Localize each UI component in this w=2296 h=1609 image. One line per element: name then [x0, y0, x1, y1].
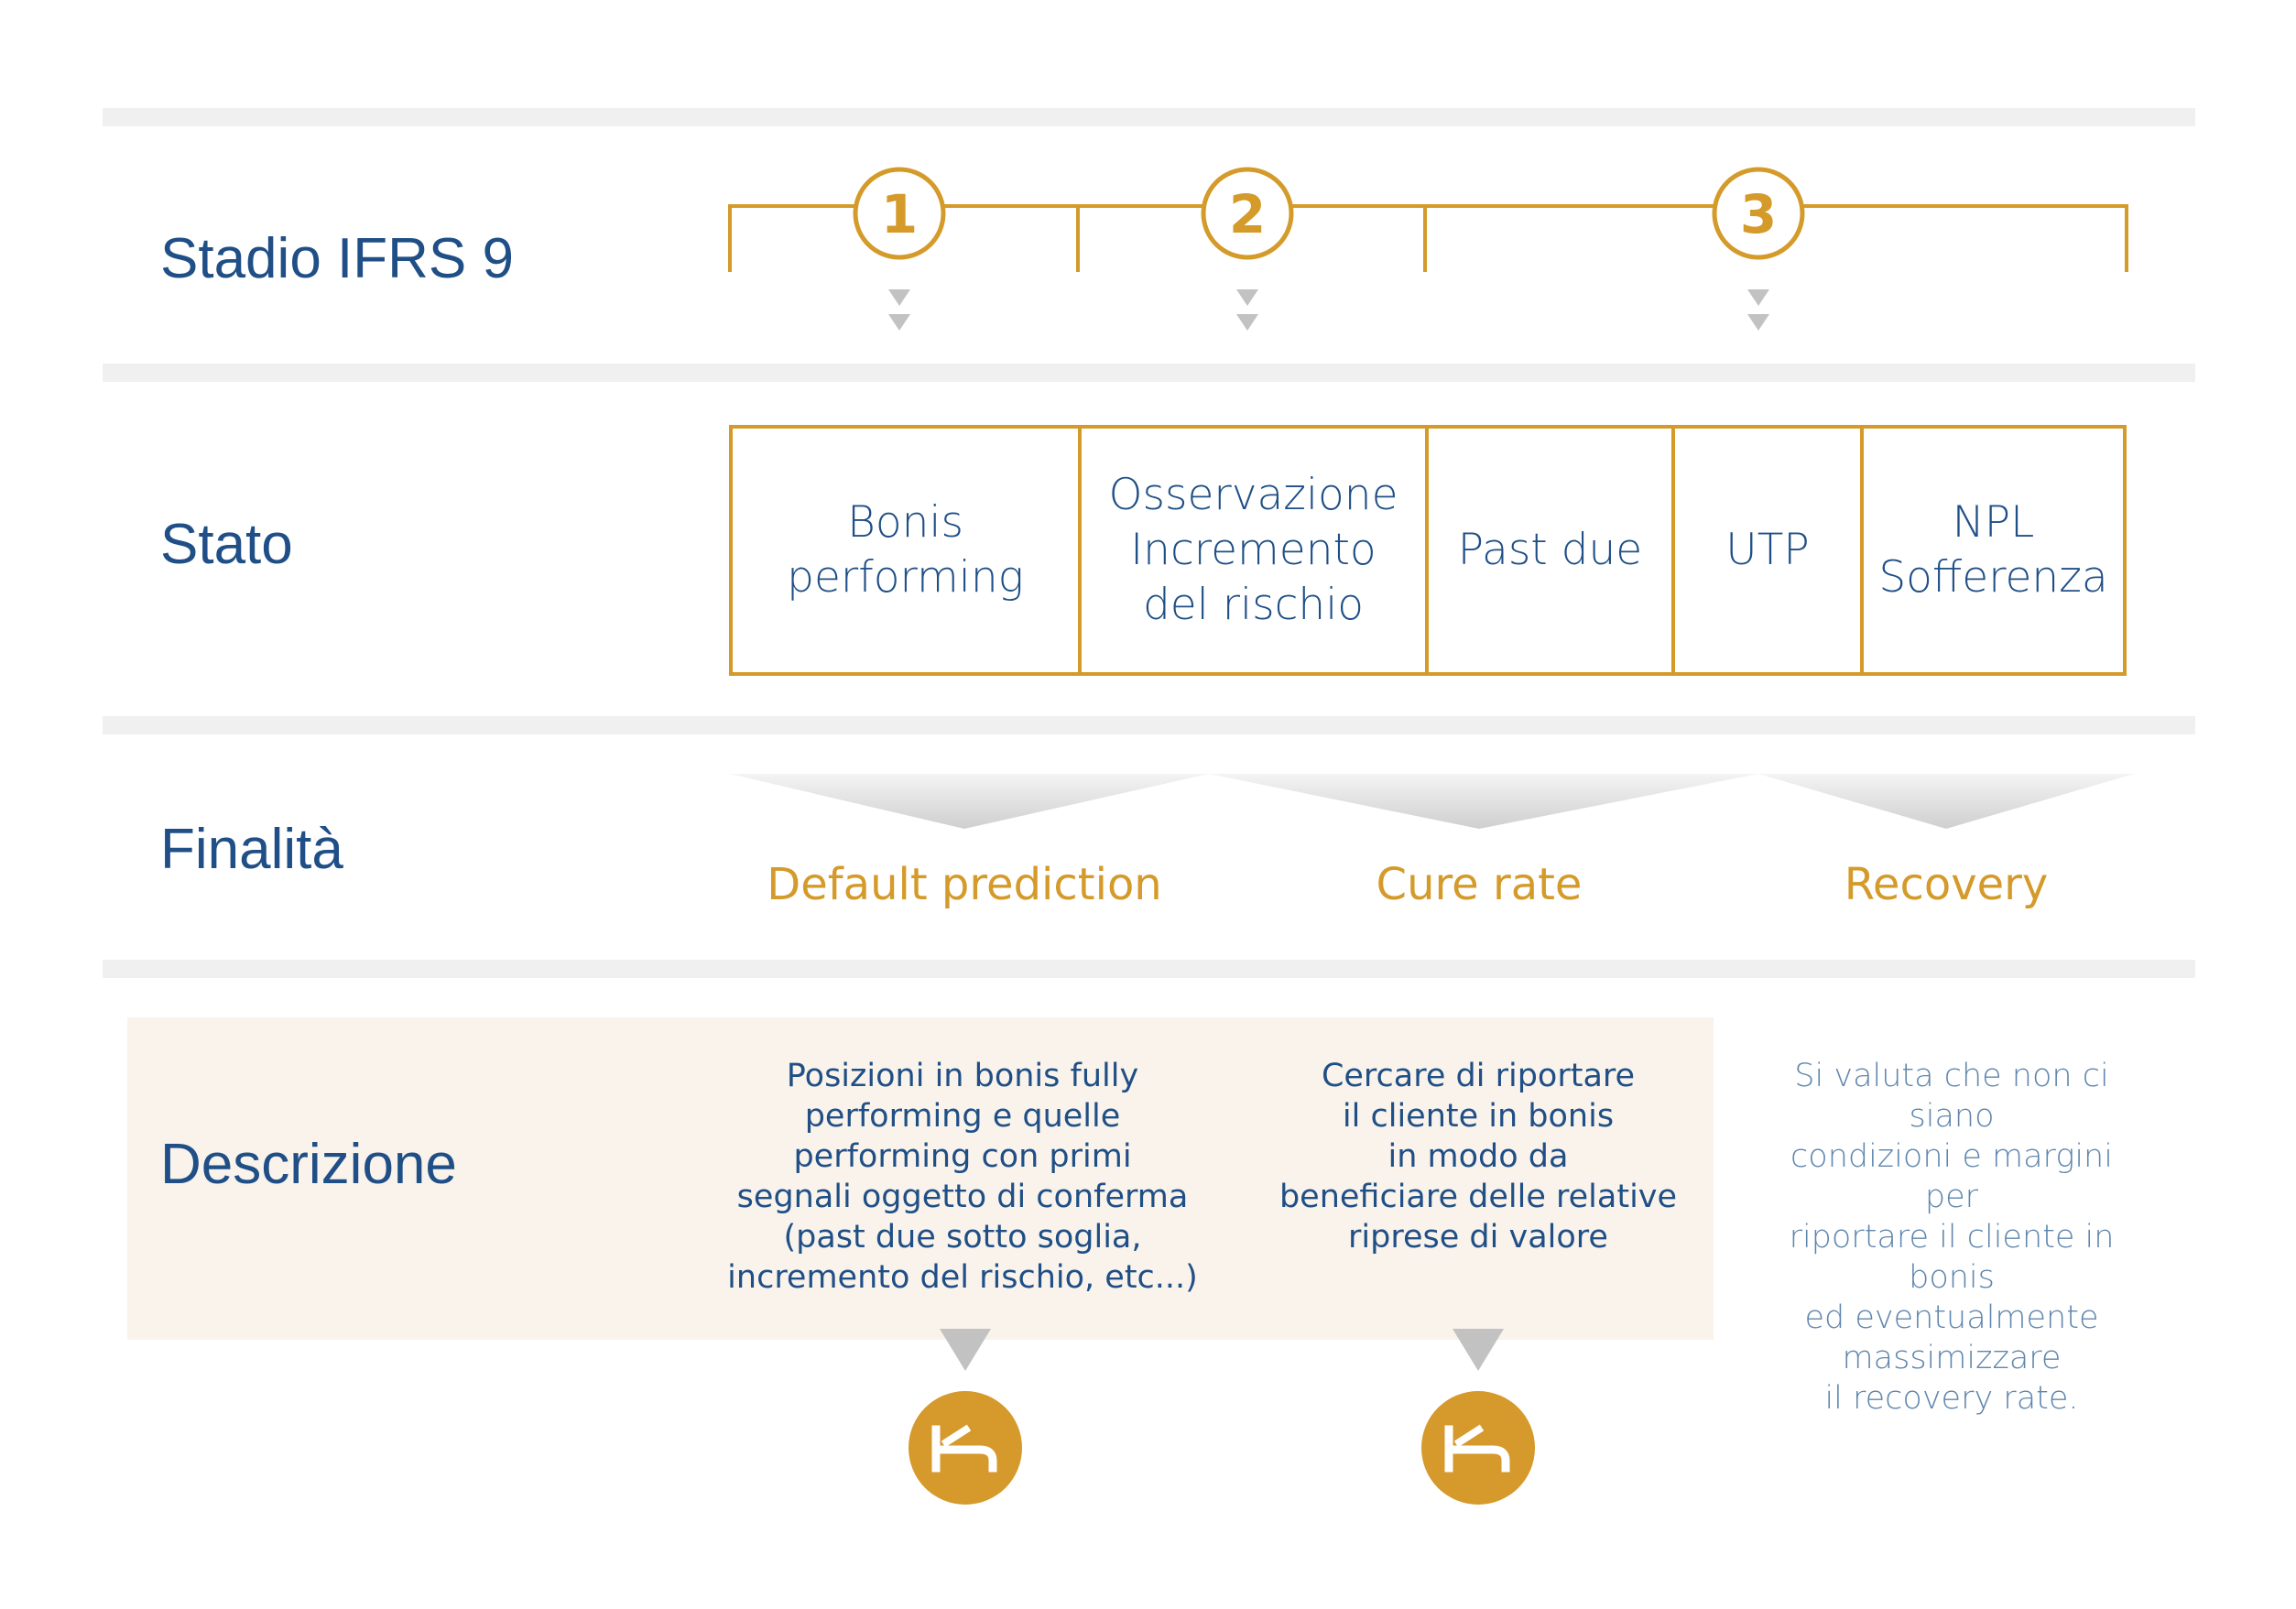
k-logo-icon	[909, 1391, 1022, 1505]
chevron-down-icon	[730, 774, 1209, 829]
description-text-1: Posizioni in bonis fully performing e qu…	[727, 1058, 1198, 1296]
state-cell-utp: UTP	[1675, 429, 1864, 672]
down-arrow-icon	[1747, 289, 1769, 306]
state-table: Bonis performing Osservazione Incremento…	[729, 425, 2127, 676]
state-cell-npl: NPL Sofferenza	[1878, 497, 2108, 603]
down-arrow-icon	[1453, 1329, 1504, 1371]
k-logo-icon	[1421, 1391, 1535, 1505]
down-arrow-icon	[1747, 314, 1769, 331]
description-text-2: Cercare di riportare il cliente in bonis…	[1279, 1058, 1678, 1256]
chevron-down-icon	[1758, 774, 2134, 829]
description-text-3: Si valuta che non ci siano condizioni e …	[1789, 1058, 2115, 1417]
state-cell-bonis: Bonis performing	[733, 429, 1082, 672]
state-cell-osservazione: Osservazione Incremento del rischio	[1082, 429, 1429, 672]
down-arrow-icon	[1236, 289, 1258, 306]
down-arrow-icon	[1236, 314, 1258, 331]
row-label-stato: Stato	[160, 513, 293, 576]
stage-timeline: 1 2 3	[728, 167, 2128, 331]
down-arrow-icon	[888, 314, 910, 331]
down-arrow-icon	[888, 289, 910, 306]
row-label-stadio: Stadio IFRS 9	[160, 227, 514, 290]
separator-band	[103, 364, 2195, 382]
stage-marker-2: 2	[1201, 167, 1294, 260]
separator-band	[103, 960, 2195, 978]
row-label-finalita: Finalità	[160, 818, 343, 881]
stage-number: 3	[1740, 183, 1777, 245]
description-background	[127, 1017, 1714, 1340]
finalita-chevrons	[730, 774, 2134, 829]
stage-marker-1: 1	[853, 167, 946, 260]
finalita-label-cure-rate: Cure rate	[1376, 859, 1583, 910]
stage-number: 2	[1229, 183, 1266, 245]
stage-marker-3: 3	[1712, 167, 1805, 260]
state-cell-past-due: Past due	[1429, 429, 1675, 672]
row-label-descrizione: Descrizione	[160, 1133, 457, 1196]
stage-number: 1	[881, 183, 918, 245]
finalita-label-default-prediction: Default prediction	[767, 859, 1162, 910]
finalita-label-recovery: Recovery	[1844, 859, 2049, 910]
separator-band	[103, 716, 2195, 734]
separator-band	[103, 108, 2195, 126]
down-arrow-icon	[940, 1329, 991, 1371]
chevron-down-icon	[1209, 774, 1758, 829]
